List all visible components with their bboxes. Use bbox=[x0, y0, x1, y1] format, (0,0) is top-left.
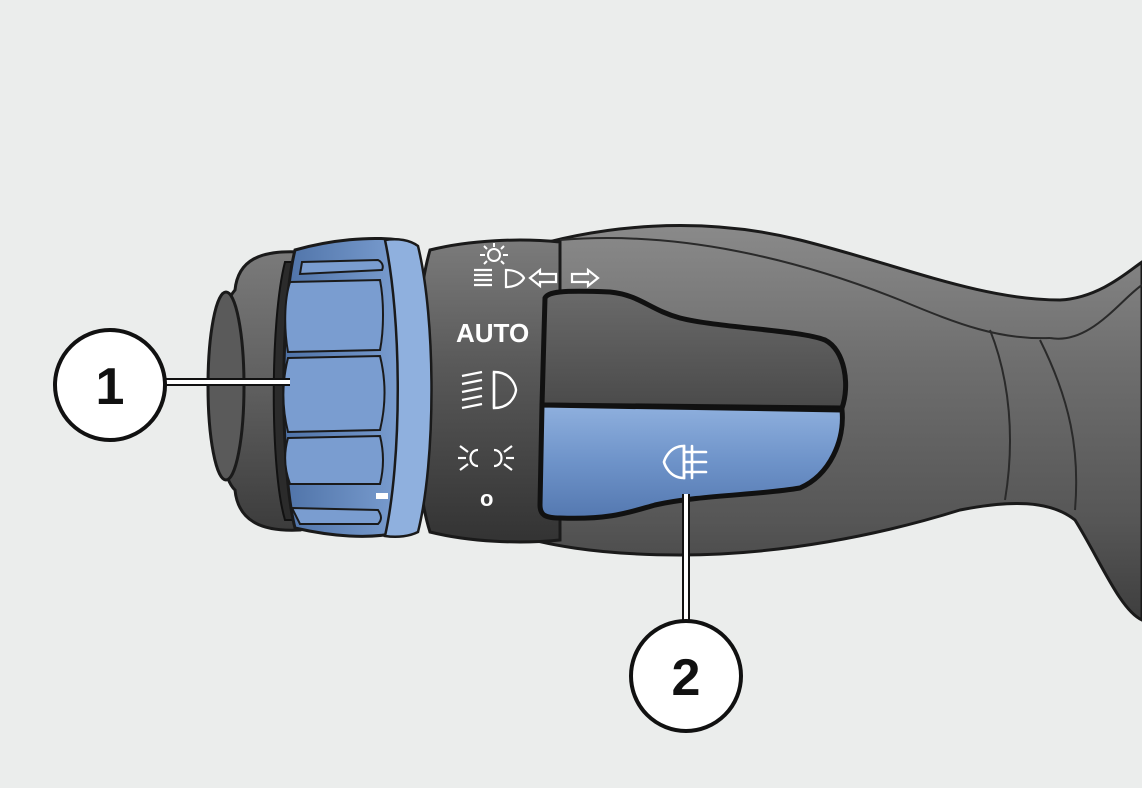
auto-label: AUTO bbox=[456, 318, 529, 348]
collar-symbols: AUTO o bbox=[456, 243, 600, 511]
main-beam-direction-arrows-icon bbox=[474, 267, 600, 289]
ring-marker bbox=[376, 493, 388, 499]
callout-1: 1 bbox=[53, 328, 290, 442]
callout-2-number: 2 bbox=[672, 649, 701, 707]
rear-fog-light-button[interactable] bbox=[537, 402, 845, 521]
callout-1-number: 1 bbox=[96, 358, 125, 416]
upper-button-grey bbox=[539, 288, 849, 411]
position-lights-icon bbox=[458, 445, 514, 471]
off-label: o bbox=[480, 486, 493, 511]
callout-2: 2 bbox=[629, 494, 743, 733]
light-switch-ring[interactable] bbox=[282, 236, 433, 539]
parking-light-icon bbox=[480, 243, 508, 265]
rear-fog-light-icon bbox=[662, 444, 708, 480]
dipped-beam-icon bbox=[461, 370, 518, 410]
